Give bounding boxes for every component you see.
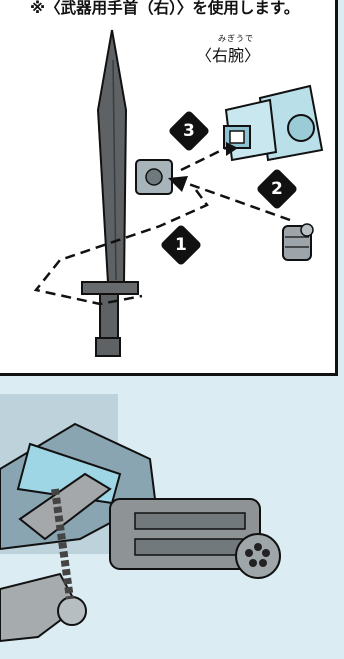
sword-part [82, 30, 138, 356]
hand-part [283, 224, 313, 260]
model-completion-illustration [0, 379, 344, 659]
assembly-instruction-panel: ※〈武器用手首（右）〉を使用します。 みぎうで 〈右腕〉 [0, 0, 338, 376]
right-arm-part [224, 86, 322, 160]
gatling-arm-illustration [0, 379, 344, 659]
weapon-wrist-part [136, 160, 172, 194]
